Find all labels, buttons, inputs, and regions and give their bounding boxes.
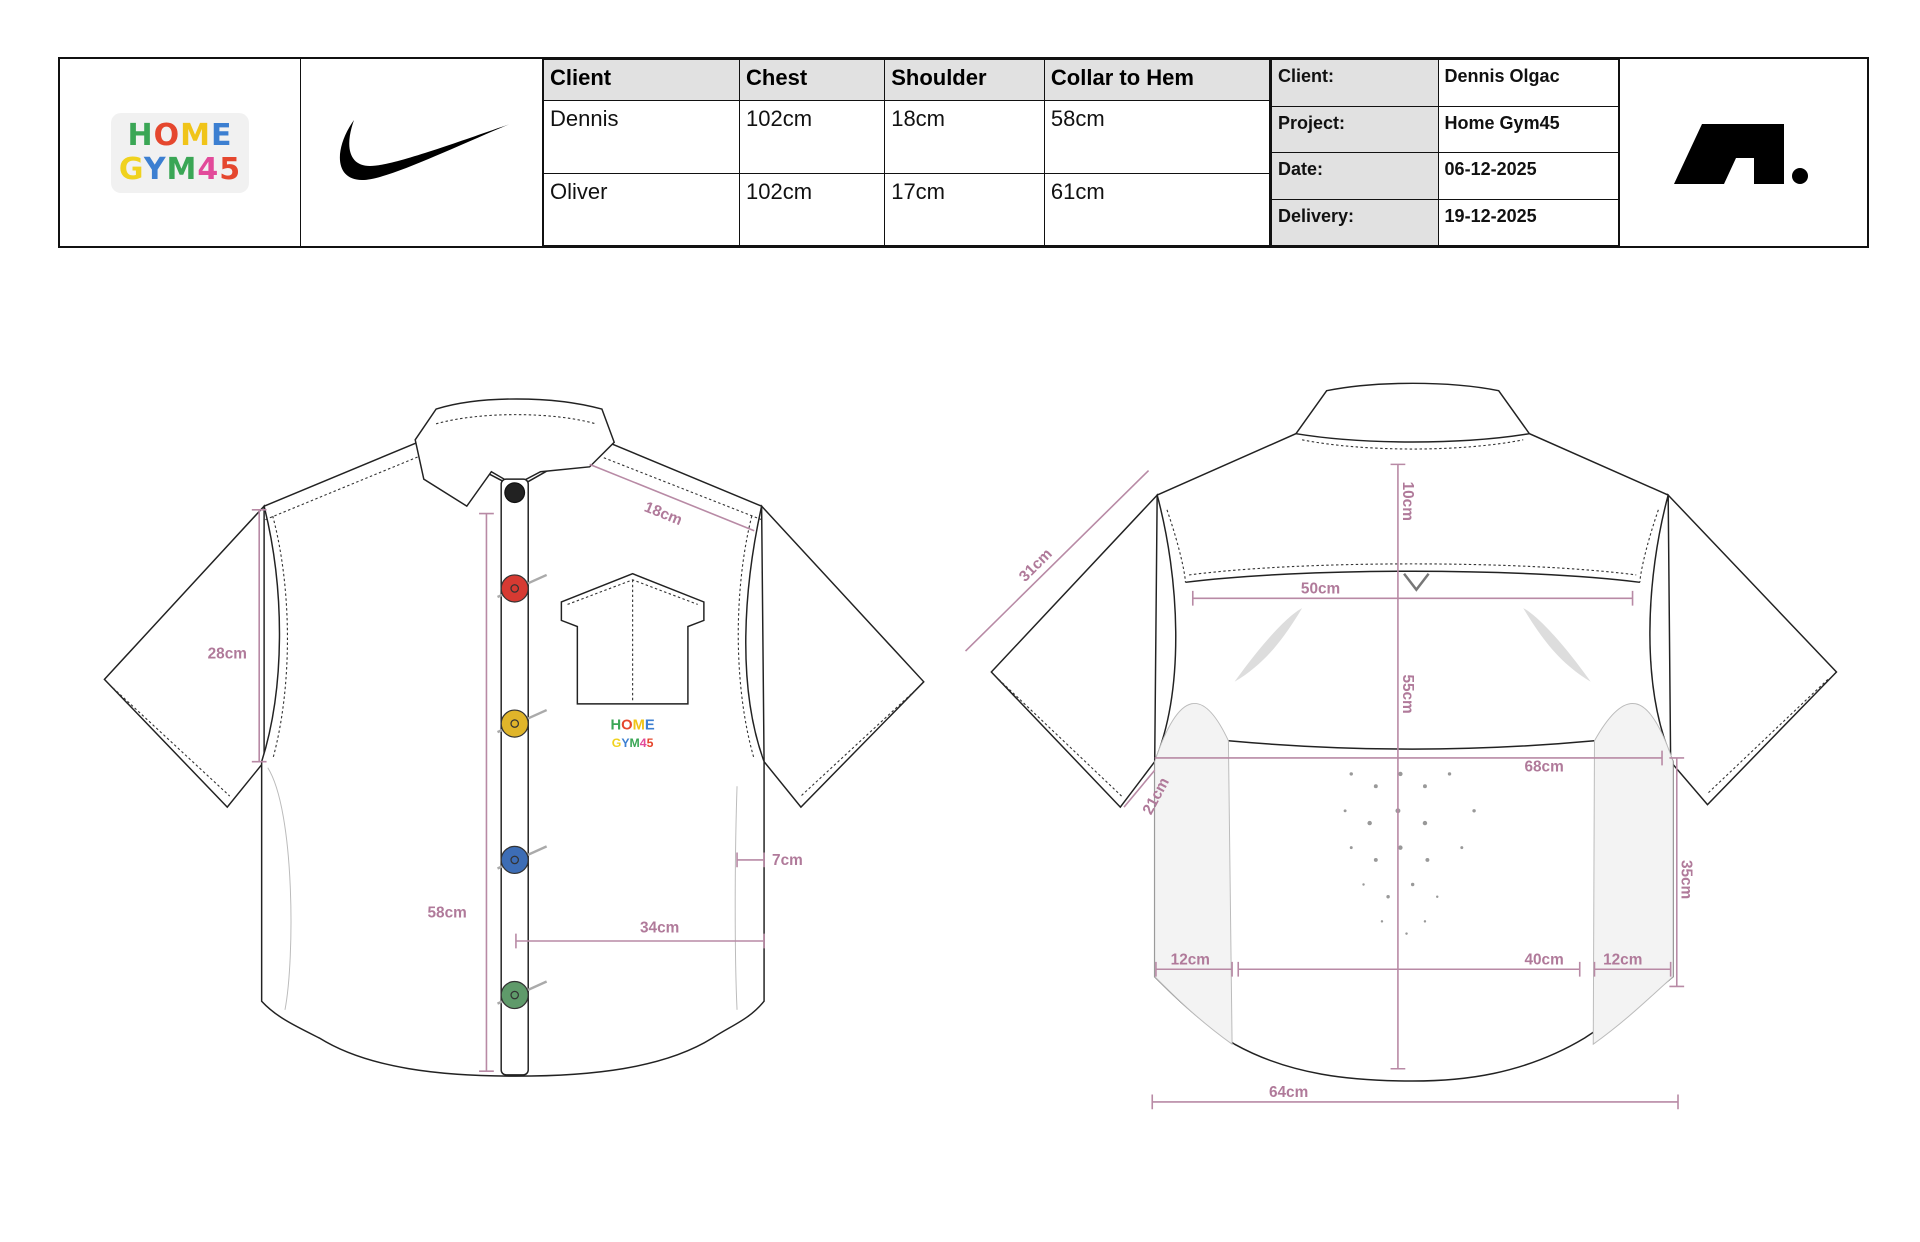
column-header: Client: [542, 59, 741, 101]
info-label: Date:: [1271, 152, 1439, 200]
column-header: Collar to Hem: [1043, 59, 1271, 101]
info-value: 06-12-2025: [1437, 152, 1620, 200]
studio-logo-cell: [1620, 59, 1867, 246]
back-logo-icon: [1403, 572, 1430, 592]
info-row-date: Date:06-12-2025: [1271, 152, 1620, 200]
measure-chest: 68cm: [1524, 758, 1563, 775]
info-value: 19-12-2025: [1437, 198, 1620, 246]
measure-half-chest: 34cm: [640, 919, 679, 936]
back-right-sleeve: [1667, 493, 1838, 806]
measure-panel-left: 12cm: [1171, 951, 1210, 968]
column-header: Shoulder: [884, 59, 1045, 101]
measure-sleeve: 28cm: [208, 645, 247, 662]
front-shirt: HOME GYM45 28cm 18cm 58cm 7cm 34cm: [103, 398, 925, 1077]
sizes-table-cell: Client Chest Shoulder Collar to Hem Denn…: [542, 59, 1271, 246]
back-shirt: 31cm 10cm 50cm 55cm 68cm 21cm 35cm 12cm …: [964, 382, 1838, 1110]
button-red: [497, 573, 548, 603]
front-left-sleeve: [103, 504, 265, 809]
info-row-client: Client:Dennis Olgac: [1271, 59, 1620, 107]
pocket-logo: HOME: [611, 718, 655, 734]
front-right-sleeve: [760, 504, 925, 809]
nike-logo-cell: [301, 59, 543, 246]
sizes-table: Client Chest Shoulder Collar to Hem Denn…: [542, 59, 1271, 246]
measure-length: 58cm: [428, 905, 467, 922]
table-cell: 18cm: [884, 100, 1045, 174]
measure-center: 55cm: [1399, 674, 1416, 713]
measure-hem: 64cm: [1269, 1084, 1308, 1101]
info-value: Home Gym45: [1437, 105, 1620, 153]
info-value: Dennis Olgac: [1437, 59, 1620, 107]
table-cell: 102cm: [739, 100, 886, 174]
column-header: Chest: [739, 59, 886, 101]
button-blue: [497, 845, 548, 875]
measure-side-panel: 7cm: [772, 852, 803, 869]
back-left-sleeve: [990, 493, 1158, 809]
nike-swoosh-icon: [339, 119, 510, 180]
perforation-pattern: [1343, 771, 1476, 935]
back-yoke-seam: [1185, 570, 1641, 584]
homegym-logo-cell: HOME GYM45: [60, 59, 301, 246]
front-collar: [414, 398, 616, 508]
pocket: [560, 572, 705, 705]
info-label: Delivery:: [1271, 198, 1439, 246]
table-row: Dennis 102cm 18cm 58cm: [542, 100, 1271, 174]
buttons: [497, 482, 548, 1010]
table-cell: 17cm: [884, 172, 1045, 246]
pocket-logo-line2: GYM45: [612, 736, 654, 750]
project-info-table: Client:Dennis Olgac Project:Home Gym45 D…: [1271, 59, 1620, 246]
back-collar: [1294, 382, 1531, 443]
measure-yoke-width: 50cm: [1301, 580, 1340, 597]
table-cell: 61cm: [1043, 172, 1271, 246]
info-row-project: Project:Home Gym45: [1271, 105, 1620, 153]
table-header-row: Client Chest Shoulder Collar to Hem: [542, 59, 1271, 101]
button-yellow: [497, 708, 548, 738]
studio-logo-icon: [1673, 123, 1808, 184]
info-row-delivery: Delivery:19-12-2025: [1271, 198, 1620, 246]
front-measurements: 28cm 18cm 58cm 7cm 34cm: [208, 463, 803, 1073]
table-cell: Oliver: [542, 172, 741, 246]
measure-panel-right: 12cm: [1603, 951, 1642, 968]
project-info-cell: Client:Dennis Olgac Project:Home Gym45 D…: [1271, 59, 1620, 246]
spec-header: HOME GYM45 Client Chest Shoulder Collar …: [58, 57, 1869, 248]
table-cell: 58cm: [1043, 100, 1271, 174]
measure-side: 35cm: [1678, 860, 1695, 899]
homegym-logo: HOME GYM45: [110, 112, 250, 193]
table-row: Oliver 102cm 17cm 61cm: [542, 172, 1271, 246]
info-label: Client:: [1271, 59, 1439, 107]
table-cell: 102cm: [739, 172, 886, 246]
button-green: [497, 980, 548, 1010]
measure-sleeve-diag: 31cm: [1016, 546, 1056, 586]
front-placket: [500, 478, 529, 1076]
info-label: Project:: [1271, 105, 1439, 153]
measure-yoke: 10cm: [1399, 482, 1416, 521]
measure-center-width: 40cm: [1524, 951, 1563, 968]
button-black: [504, 482, 526, 504]
